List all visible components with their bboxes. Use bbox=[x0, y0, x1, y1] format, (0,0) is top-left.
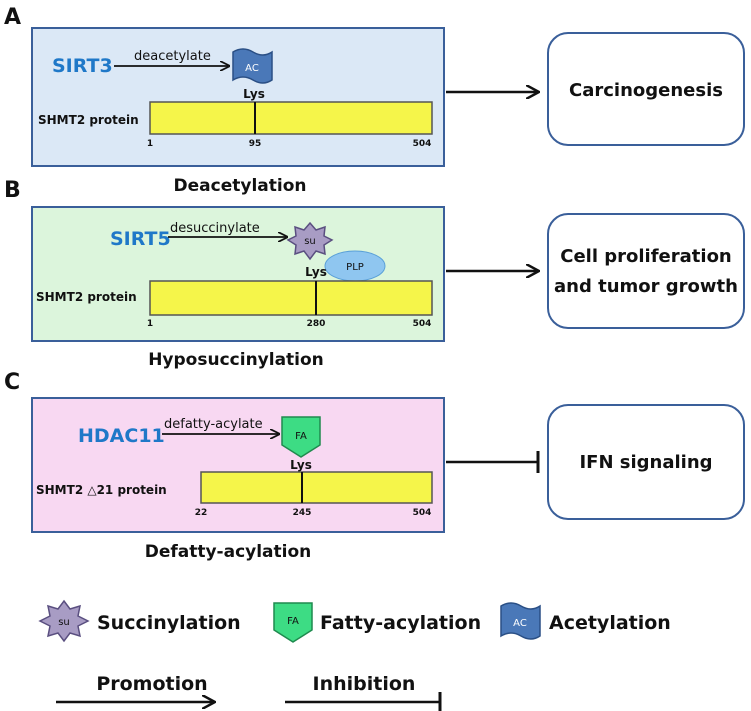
legend-item-promotion: Promotion bbox=[56, 673, 214, 702]
acetyl-banner-icon: AC bbox=[232, 48, 273, 84]
site-position-tick: 280 bbox=[307, 319, 326, 329]
protein-label: SHMT2 protein bbox=[38, 113, 139, 127]
plp-cofactor: PLP bbox=[324, 250, 386, 282]
action-label: deacetylate bbox=[134, 49, 211, 64]
legend-item-succinylation: su Succinylation bbox=[38, 599, 241, 643]
protein-bar bbox=[149, 101, 433, 135]
legend-label-succinylation: Succinylation bbox=[97, 612, 241, 634]
bar-end-tick: 504 bbox=[413, 139, 432, 149]
svg-text:AC: AC bbox=[245, 63, 259, 74]
panel-letter-c: C bbox=[4, 370, 20, 395]
svg-text:su: su bbox=[304, 236, 316, 247]
action-label: defatty-acylate bbox=[164, 417, 263, 432]
succinyl-star-icon: su bbox=[38, 599, 90, 643]
bar-start-tick: 1 bbox=[147, 139, 153, 149]
protein-label: SHMT2 △21 protein bbox=[36, 483, 167, 497]
outcome-box bbox=[547, 213, 745, 329]
legend: su Succinylation FA Fatty-acylation AC A… bbox=[38, 599, 671, 711]
site-position-tick: 245 bbox=[293, 508, 312, 518]
fatty-acyl-pentagon-icon: FA bbox=[273, 602, 313, 643]
panel-letter-b: B bbox=[4, 178, 21, 203]
protein-bar bbox=[200, 471, 433, 504]
outcome-label: IFN signaling bbox=[579, 452, 712, 473]
bar-end-tick: 504 bbox=[413, 319, 432, 329]
outcome-box bbox=[547, 32, 745, 146]
outcome-label-line-1: Cell proliferation bbox=[560, 246, 732, 267]
enzyme-label-sirt5: SIRT5 bbox=[110, 228, 171, 250]
panel-caption: Hyposuccinylation bbox=[148, 350, 324, 370]
svg-text:FA: FA bbox=[295, 431, 307, 442]
enzyme-label-hdac11: HDAC11 bbox=[78, 425, 165, 447]
fatty-acyl-pentagon-icon: FA bbox=[281, 416, 321, 458]
panel-a: A SIRT3 deacetylate AC Lys SHMT2 protein… bbox=[4, 5, 745, 196]
outcome-label-line-2: and tumor growth bbox=[554, 276, 738, 297]
protein-label: SHMT2 protein bbox=[36, 290, 137, 304]
succinyl-star-icon: su bbox=[286, 221, 334, 261]
legend-label-fatty-acylation: Fatty-acylation bbox=[320, 612, 481, 634]
outcome-box bbox=[547, 404, 745, 520]
legend-label-inhibition: Inhibition bbox=[313, 673, 416, 695]
outcome-label: Carcinogenesis bbox=[569, 80, 723, 101]
action-label: desuccinylate bbox=[170, 221, 260, 236]
panel-c-background bbox=[31, 397, 445, 533]
bar-end-tick: 504 bbox=[413, 508, 432, 518]
lys-label: Lys bbox=[290, 458, 312, 472]
panel-a-background bbox=[31, 27, 445, 167]
legend-label-acetylation: Acetylation bbox=[549, 612, 671, 634]
plp-label: PLP bbox=[346, 262, 364, 273]
legend-item-fatty-acylation: FA Fatty-acylation bbox=[273, 602, 481, 643]
legend-item-acetylation: AC Acetylation bbox=[500, 602, 671, 640]
panel-c: C HDAC11 defatty-acylate FA Lys SHMT2 △2… bbox=[4, 370, 745, 562]
lys-label: Lys bbox=[243, 87, 265, 101]
legend-label-promotion: Promotion bbox=[96, 673, 207, 695]
acetyl-banner-icon: AC bbox=[500, 602, 541, 640]
panel-caption: Defatty-acylation bbox=[145, 542, 312, 562]
lys-label: Lys bbox=[305, 265, 327, 279]
enzyme-label-sirt3: SIRT3 bbox=[52, 55, 113, 77]
legend-item-inhibition: Inhibition bbox=[285, 673, 442, 711]
svg-text:AC: AC bbox=[513, 618, 527, 629]
panel-b: B SIRT5 desuccinylate su PLP Lys SHMT2 p… bbox=[4, 178, 745, 370]
protein-bar bbox=[149, 280, 433, 316]
panel-caption: Deacetylation bbox=[174, 176, 307, 196]
site-position-tick: 95 bbox=[249, 139, 262, 149]
svg-text:FA: FA bbox=[287, 616, 299, 627]
panel-letter-a: A bbox=[4, 5, 21, 30]
svg-text:su: su bbox=[58, 617, 70, 628]
bar-start-tick: 22 bbox=[195, 508, 208, 518]
bar-start-tick: 1 bbox=[147, 319, 153, 329]
